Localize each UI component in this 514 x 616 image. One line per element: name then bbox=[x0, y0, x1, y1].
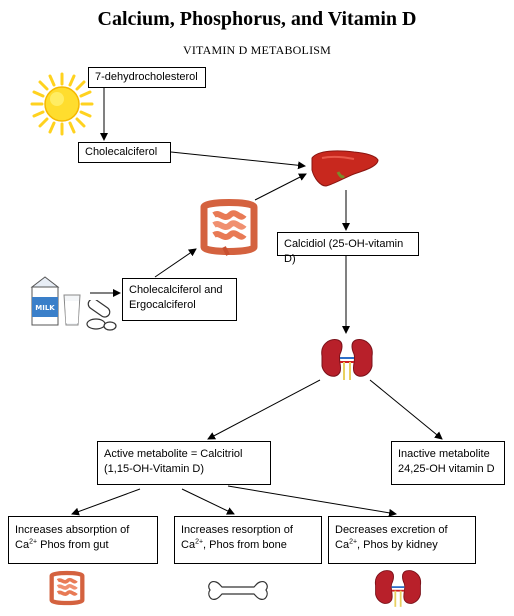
label-excretion-line2: Ca2+, Phos by kidney bbox=[335, 538, 469, 553]
label-7-dehydrocholesterol: 7-dehydrocholesterol bbox=[95, 71, 198, 83]
excretion-sup: 2+ bbox=[349, 538, 358, 546]
kidneys-icon bbox=[321, 339, 373, 380]
glass-of-milk-icon bbox=[63, 294, 81, 326]
absorption-rest: Phos from gut bbox=[37, 539, 109, 551]
label-inactive-line2: 24,25-OH vitamin D bbox=[398, 463, 495, 475]
label-resorption-line1: Increases resorption of bbox=[181, 524, 293, 536]
box-7-dehydrocholesterol: 7-dehydrocholesterol bbox=[88, 67, 206, 88]
box-active-metabolite: Active metabolite = Calcitriol (1,15-OH-… bbox=[97, 441, 271, 485]
label-resorption-line2: Ca2+, Phos from bone bbox=[181, 538, 315, 553]
arrow-active-to-excretion bbox=[227, 485, 397, 517]
label-absorption-line1: Increases absorption of bbox=[15, 524, 130, 536]
label-active-line2: (1,15-OH-Vitamin D) bbox=[104, 463, 205, 475]
pills-icon bbox=[86, 300, 117, 331]
resorption-sup: 2+ bbox=[195, 538, 204, 546]
arrow-active-to-resorption bbox=[181, 488, 235, 515]
box-increases-resorption: Increases resorption of Ca2+, Phos from … bbox=[174, 516, 322, 564]
arrow-kidney-to-active bbox=[207, 379, 321, 440]
sun-icon bbox=[30, 72, 94, 136]
box-inactive-metabolite: Inactive metabolite 24,25-OH vitamin D bbox=[391, 441, 505, 485]
label-inactive-line1: Inactive metabolite bbox=[398, 448, 490, 460]
bone-icon bbox=[208, 581, 268, 600]
label-excretion-line1: Decreases excretion of bbox=[335, 524, 448, 536]
milk-label: MILK bbox=[35, 304, 55, 312]
label-chole-ergo-line2: Ergocalciferol bbox=[129, 299, 196, 311]
box-decreases-excretion: Decreases excretion of Ca2+, Phos by kid… bbox=[328, 516, 476, 564]
arrow-kidney-to-inactive bbox=[369, 379, 443, 440]
box-increases-absorption: Increases absorption of Ca2+ Phos from g… bbox=[8, 516, 158, 564]
resorption-ca: Ca bbox=[181, 539, 196, 551]
label-calcidiol: Calcidiol (25-OH-vitamin D) bbox=[284, 238, 404, 265]
kidneys-small-icon bbox=[374, 570, 422, 607]
diagram-subtitle: VITAMIN D METABOLISM bbox=[182, 43, 332, 57]
intestine-small-icon bbox=[49, 570, 85, 606]
label-chole-ergo-line1: Cholecalciferol and bbox=[129, 284, 223, 296]
absorption-ca: Ca bbox=[15, 539, 30, 551]
label-cholecalciferol: Cholecalciferol bbox=[85, 146, 158, 158]
arrow-intestine-to-liver bbox=[254, 173, 307, 201]
intestine-icon bbox=[200, 199, 258, 256]
box-cholecalciferol: Cholecalciferol bbox=[78, 142, 171, 163]
arrow-chole-to-liver bbox=[170, 151, 306, 170]
label-absorption-line2: Ca2+ Phos from gut bbox=[15, 538, 151, 553]
resorption-rest: , Phos from bone bbox=[203, 539, 287, 551]
liver-icon bbox=[311, 150, 379, 187]
excretion-ca: Ca bbox=[335, 539, 350, 551]
label-active-line1: Active metabolite = Calcitriol bbox=[104, 448, 243, 460]
arrow-active-to-absorption bbox=[71, 488, 141, 516]
absorption-sup: 2+ bbox=[29, 538, 38, 546]
milk-carton-icon: MILK bbox=[30, 276, 60, 326]
arrow-chole-ergo-to-intestine bbox=[154, 248, 197, 278]
page-title: Calcium, Phosphorus, and Vitamin D bbox=[97, 8, 417, 30]
box-calcidiol: Calcidiol (25-OH-vitamin D) bbox=[277, 232, 419, 265]
excretion-rest: , Phos by kidney bbox=[357, 539, 438, 551]
box-cholecalciferol-ergocalciferol: Cholecalciferol and Ergocalciferol bbox=[122, 278, 237, 321]
